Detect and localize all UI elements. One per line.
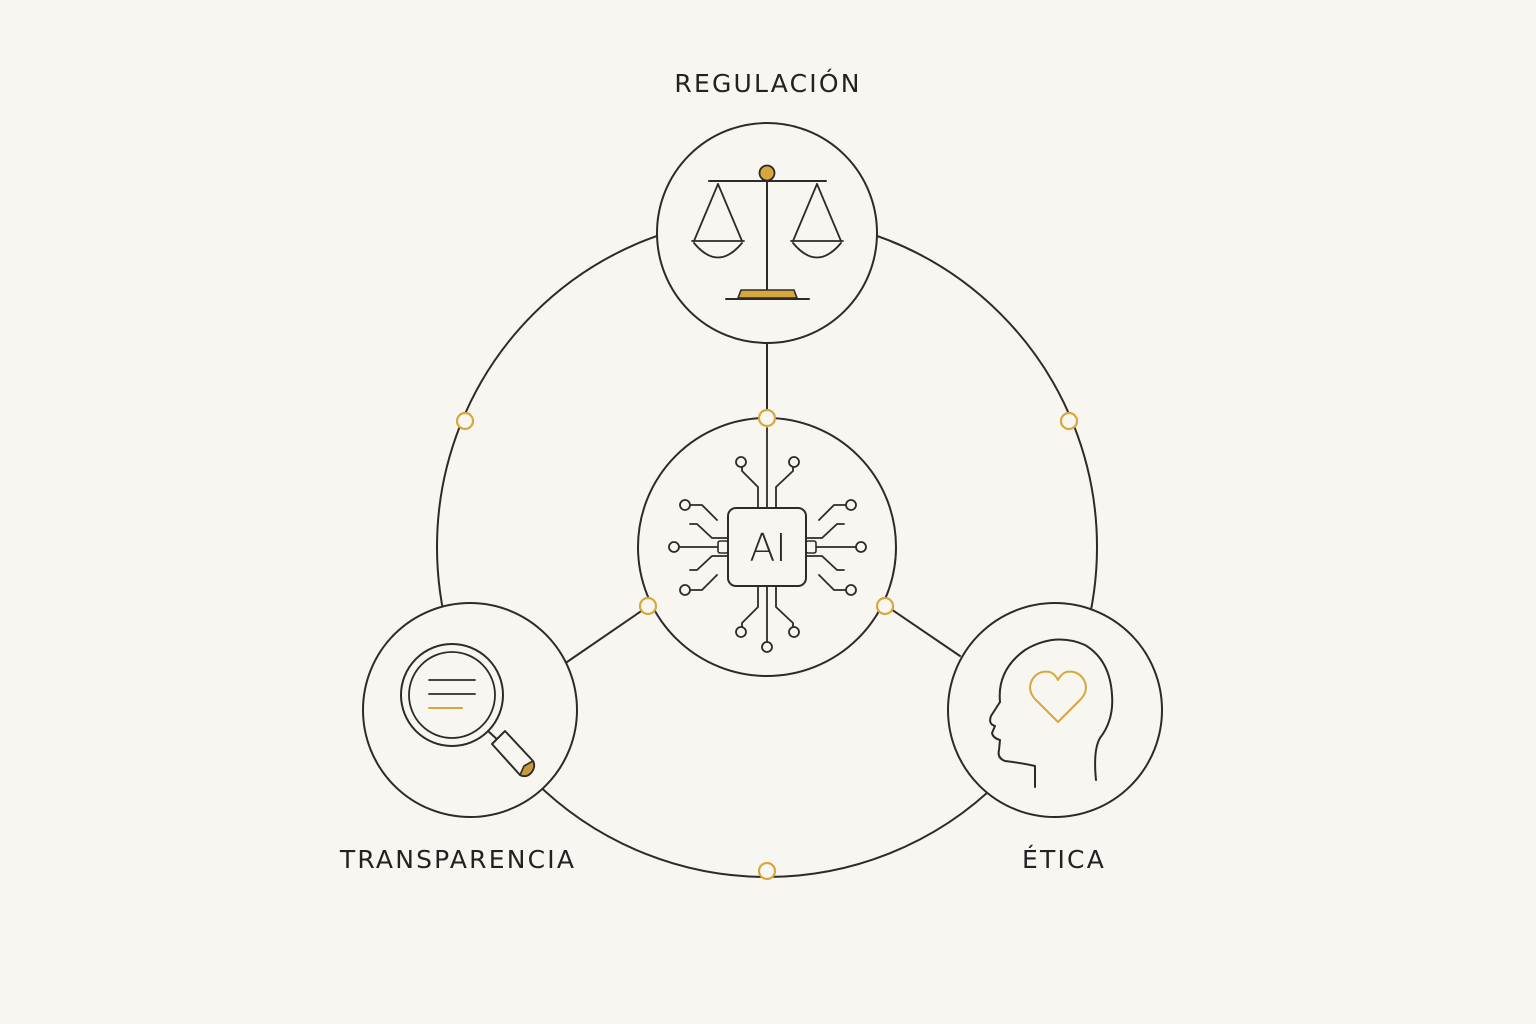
magnifying-glass-document-icon [400,643,536,778]
regulation-label: REGULACIÓN [674,68,861,98]
regulation-node [656,122,878,344]
ethics-node [947,602,1163,818]
transparency-node [362,602,578,818]
head-with-heart-icon [989,638,1114,788]
ai-chip-icon [668,427,867,653]
connector-dot [757,408,777,428]
ethics-node-circle [947,602,1163,818]
ethics-label: ÉTICA [1022,845,1106,874]
connector-dot [455,411,475,431]
connector-dot [757,861,777,881]
connector-dot [875,596,895,616]
spoke-left [566,602,654,663]
connector-dot [1059,411,1079,431]
spoke-right [884,604,961,657]
ai-center-label: AI [749,526,786,570]
ai-center-node: AI [637,417,897,677]
transparency-node-circle [362,602,578,818]
transparency-label: TRANSPARENCIA [339,845,576,874]
balance-scale-icon [691,164,844,300]
ai-chip-body [727,507,807,587]
connector-dot [638,596,658,616]
